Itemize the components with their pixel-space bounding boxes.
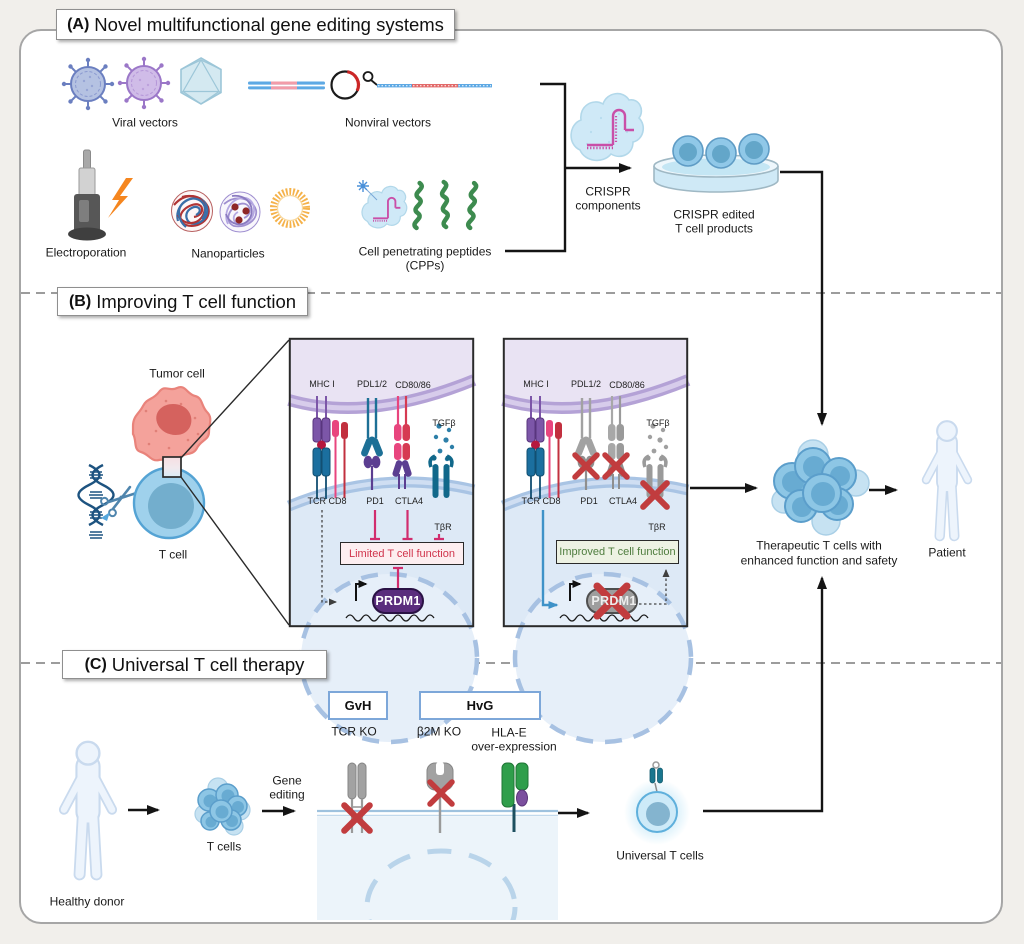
viral-vector-icon-1 xyxy=(61,57,115,111)
edited-t-cells-icon xyxy=(672,133,770,169)
inset1-tcr-cd8-label: TCR CD8 xyxy=(307,496,347,507)
inset1-mhc-label: MHC I xyxy=(309,379,335,390)
prdm1-ko-label: PRDM1 xyxy=(591,594,637,608)
zoom-region-box xyxy=(162,339,290,626)
therapeutic-t-cells-icon xyxy=(771,439,870,536)
inhibition-lines xyxy=(370,510,444,589)
cpp-label-line2: (CPPs) xyxy=(405,258,445,273)
nonviral-vectors-label: Nonviral vectors xyxy=(344,115,432,130)
patient-icon xyxy=(926,421,968,536)
t-cell-label: T cell xyxy=(158,547,188,562)
patient-label: Patient xyxy=(928,545,966,560)
nucleus-outline xyxy=(364,848,518,920)
nanoparticle-icon-3 xyxy=(270,188,310,228)
hla-e-receptor xyxy=(501,762,529,832)
cpp-sparkle-icon xyxy=(357,180,378,201)
t-cell-icon xyxy=(132,466,206,540)
dna-scissors-icon xyxy=(77,463,136,539)
tcr-signal-blue-arrow xyxy=(541,510,559,609)
electroporation-icon xyxy=(68,149,106,241)
prdm1-gene xyxy=(345,580,435,622)
gvh-box: GvH xyxy=(328,691,388,720)
panel-c-tag: (C) xyxy=(84,655,107,673)
inset2-pd1-label: PD1 xyxy=(580,496,598,507)
panel-c-title: Universal T cell therapy xyxy=(111,653,305,675)
panel-c-header: (C) Universal T cell therapy xyxy=(62,650,327,679)
lightning-icon xyxy=(108,178,133,218)
cpp-cas9-icon xyxy=(361,185,408,229)
b2m-ko-label: β2M KO xyxy=(416,724,462,739)
edited-membrane-diagram xyxy=(317,762,558,920)
flow-arrows xyxy=(128,170,898,818)
gene-editing-label-line1: Gene xyxy=(272,773,302,788)
inset2-ctla4-label: CTLA4 xyxy=(608,496,638,507)
petri-dish-icon xyxy=(653,133,779,193)
panel-a-header: (A) Novel multifunctional gene editing s… xyxy=(56,9,455,40)
crispr-edited-label-line2: T cell products xyxy=(675,221,753,236)
nanoparticle-icon-2 xyxy=(219,191,261,233)
nanoparticles-label: Nanoparticles xyxy=(191,246,265,261)
inset2-cd80-label: CD80/86 xyxy=(609,380,645,391)
electroporation-label: Electroporation xyxy=(45,245,127,260)
gene-to-function-dotted-arrow xyxy=(639,569,670,605)
limited-function-box: Limited T cell function xyxy=(340,542,464,565)
inset1-pd1-label: PD1 xyxy=(366,496,384,507)
viral-vector-icon-2 xyxy=(117,56,171,110)
universal-t-cell-icon xyxy=(624,761,690,845)
crispr-components-label-line1: CRISPR xyxy=(585,184,631,199)
cpp-label-line1: Cell penetrating peptides xyxy=(358,244,492,259)
inset2-mhc-label: MHC I xyxy=(523,379,549,390)
nanoparticle-icon-1 xyxy=(171,190,213,232)
gene-editing-label-line2: editing xyxy=(269,787,305,802)
crispr-edited-label-line1: CRISPR edited xyxy=(673,207,755,222)
inset2-tbr-label: TβR xyxy=(648,522,666,533)
inset2-tcr-cd8-label: TCR CD8 xyxy=(521,496,561,507)
hairpin-dna-icon xyxy=(362,71,492,88)
tcr-ko-label: TCR KO xyxy=(331,724,377,739)
donor-t-cells-icon xyxy=(194,777,251,836)
linear-dna-icon xyxy=(248,81,325,90)
inset-improved-function xyxy=(503,338,691,742)
inset1-ctla4-label: CTLA4 xyxy=(394,496,424,507)
panel-b-tag: (B) xyxy=(68,292,92,310)
improved-function-box: Improved T cell function xyxy=(556,540,679,564)
inset1-tgfb-label: TGFβ xyxy=(432,418,456,429)
bracket-connector xyxy=(505,82,632,253)
inset1-pdl-label: PDL1/2 xyxy=(356,379,388,390)
healthy-donor-label: Healthy donor xyxy=(49,894,125,909)
universal-t-cells-label: Universal T cells xyxy=(616,848,704,863)
inset1-cd80-label: CD80/86 xyxy=(395,380,431,391)
tumor-cell-icon xyxy=(131,386,212,462)
healthy-donor-icon xyxy=(64,742,112,875)
hvg-box: HvG xyxy=(419,691,541,720)
inset2-tgfb-label: TGFβ xyxy=(646,418,670,429)
tcr-signal-dotted-arrow xyxy=(321,510,337,606)
inset1-tbr-label: TβR xyxy=(434,522,452,533)
viral-vector-icosahedron-icon xyxy=(180,57,222,105)
panel-a-tag: (A) xyxy=(67,15,90,33)
hla-e-label-line1: HLA-E xyxy=(491,725,527,740)
inset-limited-function xyxy=(289,338,477,742)
panel-b-title: Improving T cell function xyxy=(96,290,297,312)
viral-vectors-label: Viral vectors xyxy=(112,115,178,130)
plasmid-icon xyxy=(330,70,361,100)
panel-a-title: Novel multifunctional gene editing syste… xyxy=(94,13,444,35)
therapeutic-label-line1: Therapeutic T cells with xyxy=(756,538,882,553)
therapeutic-label-line2: enhanced function and safety xyxy=(740,553,898,568)
crispr-components-label-line2: components xyxy=(575,198,641,213)
t-cells-label: T cells xyxy=(206,839,242,854)
panel-separators xyxy=(21,292,1001,664)
cpp-peptide-icons xyxy=(412,179,479,231)
hla-e-label-line2: over-expression xyxy=(471,739,557,754)
inset2-pdl-label: PDL1/2 xyxy=(570,379,602,390)
prdm1-label: PRDM1 xyxy=(375,594,421,608)
tumor-cell-label: Tumor cell xyxy=(149,366,205,381)
crispr-components-icon xyxy=(570,92,645,162)
panel-b-header: (B) Improving T cell function xyxy=(57,287,308,316)
